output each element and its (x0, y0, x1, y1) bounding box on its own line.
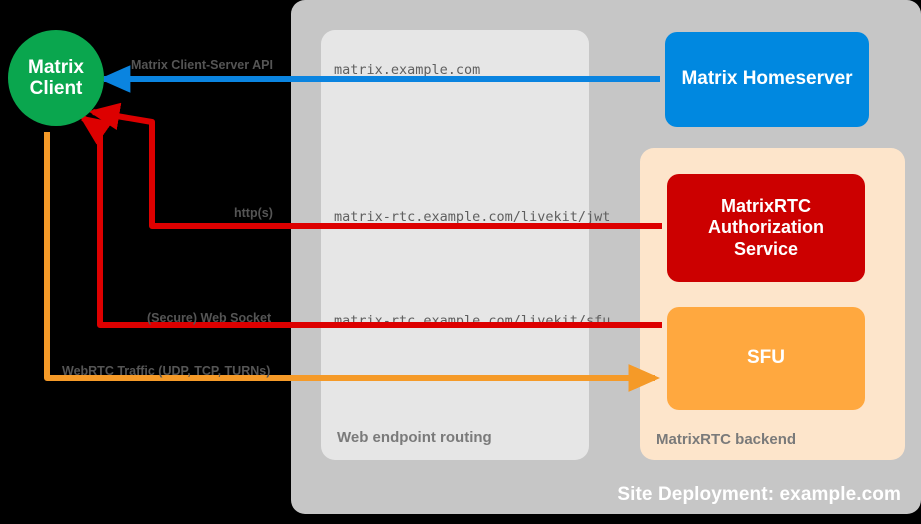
node-matrix-client[interactable]: Matrix Client (8, 30, 104, 126)
node-matrix-homeserver-label: Matrix Homeserver (681, 68, 853, 90)
node-matrix-client-line2: Client (29, 78, 83, 99)
node-sfu[interactable]: SFU (667, 307, 865, 410)
edge-label-webrtc-traffic: WebRTC Traffic (UDP, TCP, TURNs) (62, 364, 271, 378)
node-sfu-label: SFU (747, 347, 785, 369)
web-endpoint-routing-label: Web endpoint routing (337, 429, 492, 446)
endpoint-livekit-jwt: matrix-rtc.example.com/livekit/jwt (334, 209, 611, 225)
edge-label-secure-web-socket: (Secure) Web Socket (147, 311, 272, 325)
endpoint-livekit-sfu: matrix-rtc.example.com/livekit/sfu (334, 313, 611, 329)
node-auth-line3: Service (733, 238, 799, 259)
site-deployment-label: Site Deployment: example.com (617, 484, 901, 505)
node-auth-line2: Authorization (708, 217, 824, 238)
node-matrix-client-line1: Matrix (28, 56, 84, 78)
edge-label-matrix-client-server-api: Matrix Client-Server API (131, 58, 273, 72)
node-auth-line1: MatrixRTC (720, 196, 811, 217)
node-matrixrtc-authorization-service[interactable]: MatrixRTC Authorization Service (667, 174, 865, 282)
edge-label-http: http(s) (234, 206, 273, 220)
endpoint-matrix-example-com: matrix.example.com (334, 62, 481, 78)
matrixrtc-backend-label: MatrixRTC backend (656, 431, 797, 448)
node-matrix-homeserver[interactable]: Matrix Homeserver (665, 32, 869, 127)
web-endpoint-routing-box: Web endpoint routing (321, 30, 589, 460)
